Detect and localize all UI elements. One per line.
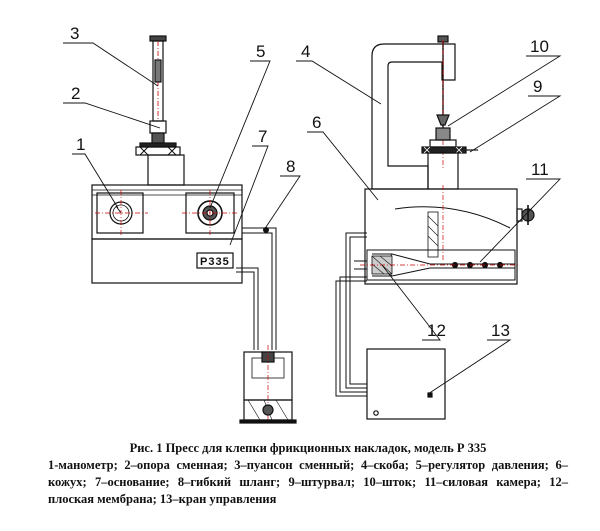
left-base [91, 238, 243, 284]
rod [436, 35, 450, 170]
right-machine [335, 35, 535, 420]
leader-lines [63, 42, 562, 395]
callout-9: 9 [533, 77, 542, 96]
caption-legend: 1-манометр; 2–опора сменная; 3–пуансон с… [48, 458, 568, 506]
callout-11: 11 [531, 160, 549, 179]
power-chamber [354, 249, 520, 281]
manometer [95, 190, 148, 236]
svg-text:Р335: Р335 [200, 256, 230, 268]
callout-1: 1 [76, 135, 85, 154]
handwheel [421, 127, 478, 190]
control-valve-left [239, 345, 297, 424]
punch [149, 35, 167, 144]
callout-6: 6 [312, 113, 321, 132]
pressure-regulator [182, 190, 238, 236]
flexible-hose [236, 227, 277, 350]
callout-12: 12 [427, 321, 446, 340]
callout-numbers: 3 2 1 5 7 8 4 6 10 9 11 12 13 [70, 24, 549, 340]
callout-8: 8 [286, 157, 295, 176]
press-diagram: Р335 [63, 24, 562, 424]
control-valve [366, 348, 446, 420]
caption-title: Рис. 1 Пресс для клепки фрикционных накл… [129, 441, 487, 455]
model-plate: Р335 [196, 252, 234, 269]
figure-caption: Рис. 1 Пресс для клепки фрикционных накл… [48, 440, 568, 508]
callout-5: 5 [256, 42, 265, 61]
callout-13: 13 [491, 321, 510, 340]
right-piping [335, 232, 367, 397]
left-machine: Р335 [91, 35, 297, 424]
callout-7: 7 [258, 127, 267, 146]
callout-4: 4 [301, 42, 310, 61]
callout-2: 2 [71, 84, 80, 103]
support [135, 142, 185, 186]
side-knob [516, 205, 535, 225]
callout-3: 3 [70, 24, 79, 43]
callout-10: 10 [530, 37, 549, 56]
